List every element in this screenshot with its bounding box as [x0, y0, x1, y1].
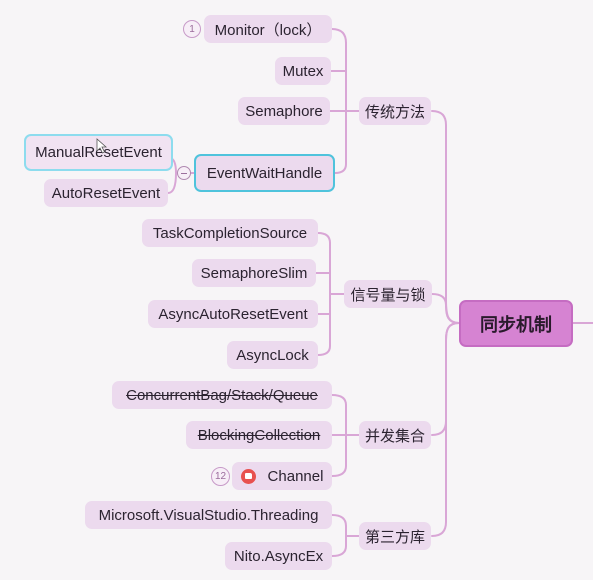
node-visual-studio-threading[interactable]: Microsoft.VisualStudio.Threading [85, 501, 332, 529]
node-label: ConcurrentBag/Stack/Queue [126, 386, 318, 404]
node-label: Nito.AsyncEx [233, 547, 324, 565]
node-label: AsyncLock [236, 346, 309, 364]
node-nito-async-ex[interactable]: Nito.AsyncEx [225, 542, 332, 570]
node-label: BlockingCollection [197, 426, 321, 444]
node-label: Monitor（lock） [214, 21, 322, 39]
node-label: AutoResetEvent [51, 184, 161, 202]
node-label: Mutex [282, 62, 324, 80]
category-traditional-methods[interactable]: 传统方法 [359, 97, 431, 125]
node-concurrent-bag-stack-queue[interactable]: ConcurrentBag/Stack/Queue [112, 381, 332, 409]
node-badge[interactable]: 12 [211, 467, 230, 486]
category-label: 传统方法 [365, 103, 426, 121]
node-label: EventWaitHandle [206, 164, 323, 182]
category-concurrent-collections[interactable]: 并发集合 [359, 421, 431, 449]
node-label: AsyncAutoResetEvent [158, 305, 308, 323]
category-third-party-libraries[interactable]: 第三方库 [359, 522, 431, 550]
node-badge[interactable]: 1 [183, 20, 201, 38]
node-semaphore[interactable]: Semaphore [238, 97, 330, 125]
node-auto-reset-event[interactable]: AutoResetEvent [44, 179, 168, 207]
node-monitor-lock[interactable]: Monitor（lock） [204, 15, 332, 43]
node-mutex[interactable]: Mutex [275, 57, 331, 85]
category-label: 信号量与锁 [350, 286, 426, 304]
category-semaphore-and-lock[interactable]: 信号量与锁 [344, 280, 432, 308]
node-blocking-collection[interactable]: BlockingCollection [186, 421, 332, 449]
collapse-toggle-icon[interactable] [177, 166, 191, 180]
root-node[interactable]: 同步机制 [459, 300, 573, 347]
node-label: Microsoft.VisualStudio.Threading [98, 506, 319, 524]
node-semaphore-slim[interactable]: SemaphoreSlim [192, 259, 316, 287]
node-label: ManualResetEvent [35, 144, 162, 161]
root-node-label: 同步机制 [480, 314, 552, 335]
mouse-cursor-icon [96, 138, 108, 154]
node-event-wait-handle[interactable]: EventWaitHandle [194, 154, 335, 192]
node-label: Channel [267, 467, 324, 485]
category-label: 第三方库 [365, 528, 426, 546]
node-async-auto-reset-event[interactable]: AsyncAutoResetEvent [148, 300, 318, 328]
node-label: TaskCompletionSource [152, 224, 308, 242]
category-label: 并发集合 [365, 427, 426, 445]
node-async-lock[interactable]: AsyncLock [227, 341, 318, 369]
node-task-completion-source[interactable]: TaskCompletionSource [142, 219, 318, 247]
thumbs-up-icon [240, 468, 256, 484]
node-label: SemaphoreSlim [200, 264, 308, 282]
node-channel[interactable]: Channel [232, 462, 332, 490]
node-label: Semaphore [245, 102, 323, 120]
